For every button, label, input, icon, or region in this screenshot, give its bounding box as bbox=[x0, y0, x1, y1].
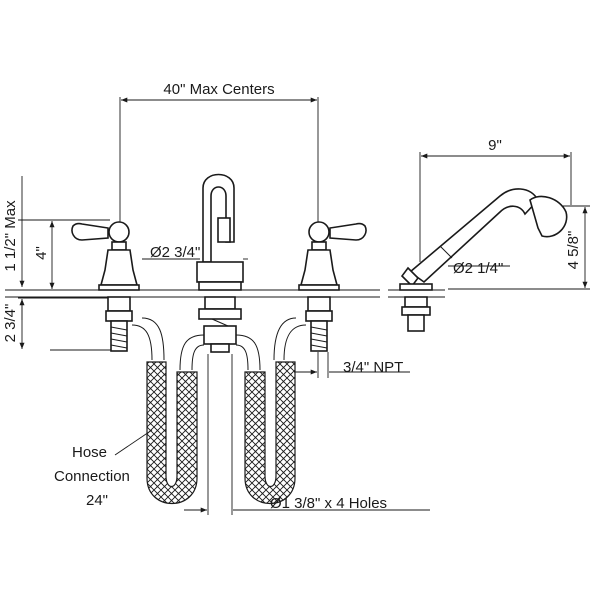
right-lever bbox=[329, 222, 367, 241]
left-handle-valve bbox=[71, 221, 140, 352]
hand-shower bbox=[399, 188, 568, 332]
hose-callout-line2: Connection bbox=[54, 468, 130, 485]
handle-height-label: 4" bbox=[33, 246, 50, 260]
holes-label: Ø1 3/8" x 4 Holes bbox=[270, 495, 387, 512]
hose-callout-line3: 24" bbox=[86, 492, 108, 509]
dimension-max-centers: 40" Max Centers bbox=[121, 81, 317, 103]
handshower-width-label: 9" bbox=[488, 137, 502, 154]
dimension-handshower-height: 4 5/8" bbox=[565, 207, 588, 288]
npt-label: 3/4" NPT bbox=[343, 359, 403, 376]
below-deck-label: 2 3/4" bbox=[2, 304, 19, 343]
dimension-below-deck: 2 3/4" bbox=[2, 299, 25, 349]
deck-surface bbox=[5, 289, 445, 298]
right-hose-elbow bbox=[273, 317, 307, 361]
left-lever bbox=[71, 222, 109, 241]
dimension-handshower-width: 9" bbox=[421, 137, 570, 159]
extension-lines bbox=[18, 97, 590, 351]
right-braided-hose bbox=[244, 361, 296, 504]
hose-connections bbox=[131, 317, 307, 504]
spout-diameter-label: Ø2 3/4" bbox=[150, 244, 200, 261]
right-handle-valve bbox=[298, 221, 367, 352]
callout-leaders bbox=[114, 258, 510, 515]
hose-callout-line1: Hose bbox=[72, 444, 107, 461]
max-centers-label: 40" Max Centers bbox=[163, 81, 274, 98]
left-hose-elbow bbox=[131, 317, 165, 361]
center-left-elbow bbox=[179, 334, 205, 371]
center-right-elbow bbox=[235, 334, 261, 371]
spout bbox=[196, 173, 244, 353]
handshower-diameter-label: Ø2 1/4" bbox=[453, 260, 503, 277]
dimension-handle-height: 4" bbox=[33, 221, 55, 289]
left-braided-hose bbox=[146, 361, 198, 504]
max-height-label: 1 1/2" Max bbox=[2, 200, 19, 272]
handshower-height-label: 4 5/8" bbox=[565, 231, 582, 270]
